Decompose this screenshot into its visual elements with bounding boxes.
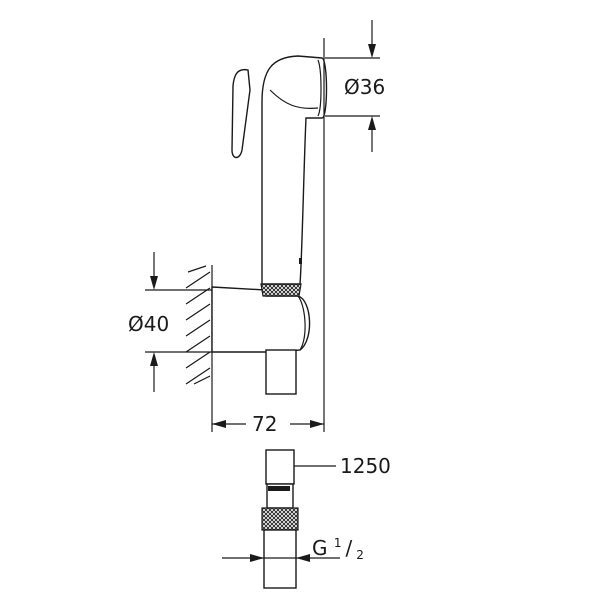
projection-dimension xyxy=(211,38,325,436)
holder-diameter-label: Ø40 xyxy=(128,312,169,336)
hose-length-label: 1250 xyxy=(340,454,391,478)
thread-denominator: 2 xyxy=(356,548,364,562)
wall-holder xyxy=(211,286,311,353)
projection-label: 72 xyxy=(252,412,277,436)
knurled-nut-icon xyxy=(260,283,302,297)
thread-label: G 1 / 2 xyxy=(312,534,364,562)
thread-prefix: G xyxy=(312,536,334,560)
holder-diameter-dimension xyxy=(145,252,212,392)
head-diameter-dimension xyxy=(325,20,380,152)
thread-numerator: 1 xyxy=(334,536,342,550)
thread-slash: / xyxy=(346,536,353,560)
thread-dimension xyxy=(222,554,340,562)
wall-hatch-icon xyxy=(185,265,213,385)
hose-end-detail xyxy=(261,449,336,589)
handshower xyxy=(231,55,328,285)
hose-upper xyxy=(265,349,297,395)
head-diameter-label: Ø36 xyxy=(344,75,385,99)
